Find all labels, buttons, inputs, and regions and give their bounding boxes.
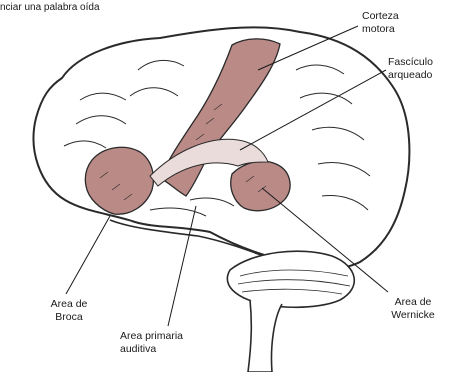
label-auditory-line1: Area primaria (120, 330, 183, 343)
label-motor-cortex-line2: motora (362, 23, 399, 36)
label-arcuate-line2: arqueado (388, 69, 433, 82)
caption-text: nciar una palabra oída (0, 1, 100, 14)
label-primary-auditory: Area primaria auditiva (120, 330, 183, 356)
cerebellum (227, 251, 354, 307)
label-motor-cortex: Corteza motora (362, 10, 399, 36)
label-auditory-line2: auditiva (120, 343, 183, 356)
label-wernicke: Area de Wernicke (378, 296, 448, 322)
label-wernicke-line2: Wernicke (378, 309, 448, 322)
label-arcuate-line1: Fascículo (388, 56, 433, 69)
leader-broca (66, 216, 110, 294)
caption-line: nciar una palabra oída (0, 1, 100, 14)
label-broca: Area de Broca (44, 298, 94, 324)
brain-stem (248, 300, 282, 372)
label-broca-line1: Area de (44, 298, 94, 311)
label-motor-cortex-line1: Corteza (362, 10, 399, 23)
label-wernicke-line1: Area de (378, 296, 448, 309)
label-arcuate-fasciculus: Fascículo arqueado (388, 56, 433, 82)
label-broca-line2: Broca (44, 311, 94, 324)
